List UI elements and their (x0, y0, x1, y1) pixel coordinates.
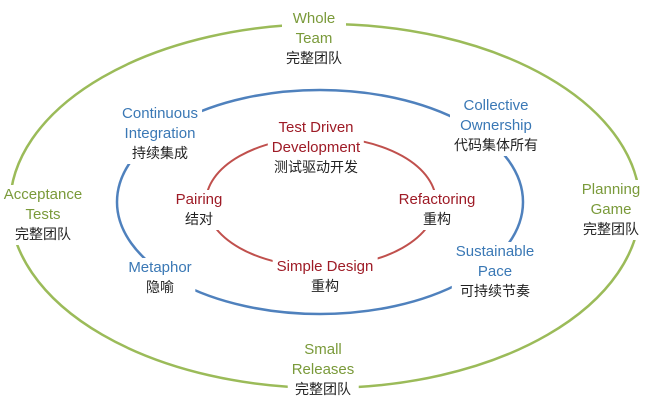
node-small-releases: Small Releases 完整团队 (287, 340, 359, 400)
whole-team-label-line1: Whole (292, 10, 336, 27)
small-releases-label-zh: 完整团队 (294, 382, 351, 398)
continuous-integration-label-line1: Continuous (122, 105, 198, 122)
simple-design-label: Simple Design (276, 258, 374, 275)
sustainable-pace-label-zh: 可持续节奏 (460, 284, 530, 300)
small-releases-label-line1: Small (304, 341, 342, 358)
middle-ring (115, 88, 525, 316)
planning-game-label-line1: Planning (581, 181, 641, 198)
whole-team-label-zh: 完整团队 (286, 51, 342, 67)
tdd-label-line2: Development (271, 139, 361, 156)
refactoring-label-zh: 重构 (423, 212, 451, 228)
acceptance-tests-label-line1: Acceptance (3, 186, 83, 203)
continuous-integration-label-zh: 持续集成 (131, 146, 188, 162)
node-planning-game: Planning Game 完整团队 (577, 180, 645, 240)
metaphor-label-zh: 隐喻 (146, 280, 174, 296)
node-test-driven-development: Test Driven Development 测试驱动开发 (267, 118, 365, 178)
whole-team-label-line2: Team (295, 30, 333, 47)
node-pairing: Pairing 结对 (171, 190, 227, 230)
node-collective-ownership: Collective Ownership 代码集体所有 (450, 96, 542, 156)
collective-ownership-label-line2: Ownership (460, 117, 532, 134)
small-releases-label-line2: Releases (291, 361, 355, 378)
simple-design-label-zh: 重构 (311, 279, 339, 295)
node-sustainable-pace: Sustainable Pace 可持续节奏 (451, 242, 539, 302)
planning-game-label-zh: 完整团队 (582, 222, 639, 238)
node-simple-design: Simple Design 重构 (272, 257, 378, 297)
continuous-integration-label-line2: Integration (124, 125, 196, 142)
node-continuous-integration: Continuous Integration 持续集成 (118, 104, 202, 164)
collective-ownership-label-zh: 代码集体所有 (454, 138, 538, 154)
planning-game-label-line2: Game (590, 201, 632, 218)
acceptance-tests-label-line2: Tests (25, 206, 61, 223)
node-acceptance-tests: Acceptance Tests 完整团队 (0, 185, 87, 245)
refactoring-label: Refactoring (398, 191, 476, 208)
pairing-label: Pairing (175, 191, 223, 208)
sustainable-pace-label-line1: Sustainable (455, 243, 535, 260)
metaphor-label: Metaphor (128, 259, 192, 276)
node-metaphor: Metaphor 隐喻 (124, 258, 196, 298)
tdd-label-line1: Test Driven (278, 119, 354, 136)
outer-ring (8, 22, 642, 390)
pairing-label-zh: 结对 (184, 212, 213, 228)
node-whole-team: Whole Team 完整团队 (282, 9, 346, 69)
node-refactoring: Refactoring 重构 (394, 190, 480, 230)
collective-ownership-label-line1: Collective (463, 97, 529, 114)
tdd-label-zh: 测试驱动开发 (273, 160, 358, 176)
sustainable-pace-label-line2: Pace (477, 263, 513, 280)
acceptance-tests-label-zh: 完整团队 (14, 227, 71, 243)
